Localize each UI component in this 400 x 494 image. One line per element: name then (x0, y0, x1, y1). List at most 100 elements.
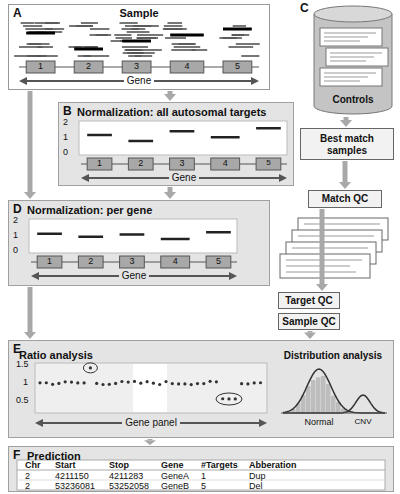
ratio-dot (227, 397, 230, 400)
normal-curve (283, 369, 385, 413)
distribution-panel: Distribution analysisNormalCNV (277, 347, 391, 435)
read (172, 43, 196, 45)
arrow-shaft (168, 91, 173, 94)
label: Gene (119, 270, 149, 282)
ratio-dot (171, 382, 174, 385)
read (21, 22, 34, 24)
node-title: Normalization: per gene (27, 204, 152, 217)
label: 2 (25, 471, 30, 481)
node-title: Sample QC (279, 316, 339, 328)
label: Gene (124, 75, 154, 87)
sample-panel: ASample12345Gene (8, 4, 270, 90)
ratio-bar (78, 236, 103, 239)
ratio-dot (83, 381, 86, 384)
coverage-bar (26, 32, 55, 35)
read (236, 43, 260, 45)
ratio-bar (37, 233, 62, 236)
normalization-panel: BNormalization: all autosomal targets210… (58, 102, 294, 186)
flow-arrow (24, 91, 36, 199)
prediction-panel: FPredictionChrStartStopGene#TargetsAbber… (8, 446, 394, 492)
sheet-line (324, 73, 376, 74)
read (29, 43, 41, 45)
label: 1 (23, 377, 28, 387)
label: #Targets (201, 460, 238, 470)
read (130, 52, 155, 54)
arrow-shaft (344, 117, 349, 120)
read (120, 22, 138, 24)
flow-arrow (164, 91, 176, 101)
label: Abberation (249, 460, 297, 470)
ratio-dot (240, 382, 243, 385)
ratio-dot (57, 382, 60, 385)
read (174, 46, 201, 48)
arrow-shaft (28, 91, 33, 192)
label: 3 (107, 61, 167, 71)
read (83, 55, 109, 57)
arrowhead (251, 77, 259, 85)
ratio-dot (177, 382, 180, 385)
ratio-dot (108, 383, 111, 386)
node-title: E (13, 343, 21, 357)
arrow-shaft (168, 187, 173, 192)
coverage-bar (122, 40, 151, 43)
read (36, 55, 57, 57)
label: 53236081 (55, 481, 95, 491)
label: 4211283 (109, 471, 143, 481)
read (167, 22, 182, 24)
label: 0 (13, 245, 18, 255)
label: 1 (63, 132, 68, 142)
read (164, 25, 182, 27)
read (90, 34, 112, 36)
sheet-line (324, 37, 368, 38)
read (27, 43, 50, 45)
label: 5 (207, 61, 267, 71)
ratio-dot (127, 380, 130, 383)
label: 1.5 (16, 359, 29, 369)
read (37, 46, 53, 48)
read (233, 25, 246, 27)
ratio-dot (259, 381, 262, 384)
sheet-line (324, 41, 360, 42)
process-box: Best match samples (300, 128, 394, 160)
flow-arrow (24, 287, 36, 339)
label: 1 (11, 61, 71, 71)
label: 2 (25, 481, 30, 491)
label: Gene (161, 460, 184, 470)
ratio-dot (183, 382, 186, 385)
label: Start (55, 460, 76, 470)
ratio-dot (139, 382, 142, 385)
ratio-dot (76, 381, 79, 384)
control-sheet (320, 28, 382, 46)
ratio-dot (51, 383, 54, 386)
arrow-shaft (28, 287, 33, 332)
node-title: Sample (9, 7, 269, 20)
ratio-dot (253, 381, 256, 384)
label: CNV (333, 417, 393, 426)
read (114, 34, 131, 36)
read (125, 25, 151, 27)
label: 2 (61, 256, 121, 266)
label: 5 (201, 481, 206, 491)
arrowhead (339, 182, 351, 189)
read (81, 22, 98, 24)
ratio-dot (95, 382, 98, 385)
ratio-dot (70, 381, 73, 384)
panel-letter: B (63, 105, 72, 119)
arrowhead (259, 419, 267, 427)
panel-letter: F (13, 449, 20, 463)
read (219, 37, 237, 39)
ratio-dot (246, 382, 249, 385)
ratio-dot (209, 380, 212, 383)
read (23, 25, 42, 27)
node-title: Controls (314, 94, 392, 106)
cnv-curve (283, 395, 385, 413)
read (45, 28, 64, 30)
ratio-panel: Ratio analysis1.510.5Gene panel (15, 347, 273, 435)
label: 3 (102, 256, 162, 266)
axis (281, 413, 387, 414)
sheet-line (330, 53, 382, 54)
flow-arrow (340, 117, 352, 127)
plot-area (35, 363, 267, 413)
label: Dup (249, 471, 266, 481)
ratio-bar (170, 130, 195, 133)
